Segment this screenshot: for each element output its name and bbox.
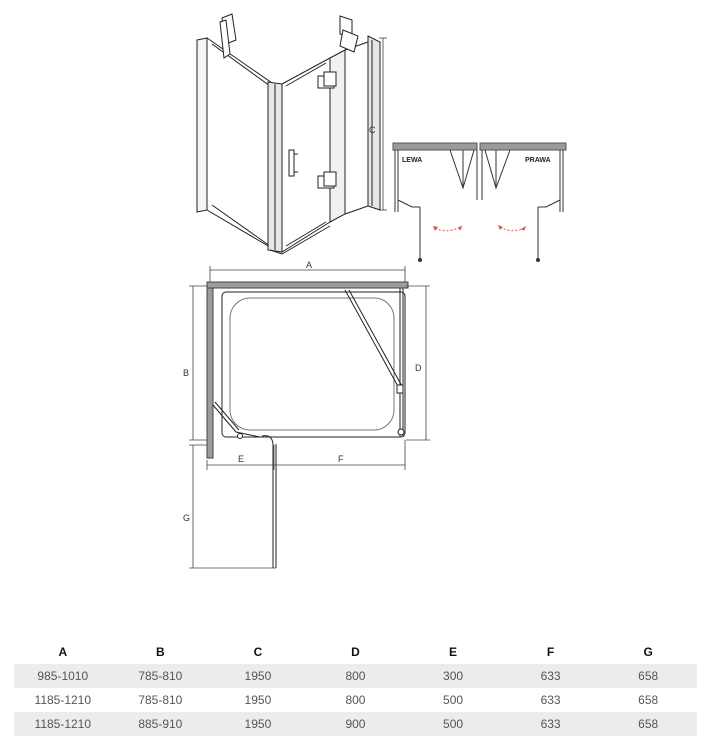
header-d: D [351, 645, 360, 659]
label-b: B [183, 368, 189, 378]
table-cell: 500 [404, 712, 502, 736]
dimensions-table: A B C D E F G 985-1010 785-810 1950 800 … [14, 640, 697, 736]
header-b: B [156, 645, 165, 659]
table-cell: 785-810 [111, 664, 210, 688]
header-a: A [58, 645, 68, 659]
table-row: 985-1010 785-810 1950 800 300 633 658 [14, 664, 697, 688]
table-cell: 800 [306, 664, 405, 688]
table-cell: 633 [501, 664, 600, 688]
table-cell: 658 [599, 664, 697, 688]
shower-technical-drawing: C LEWA PRAWA [183, 13, 567, 569]
header-g: G [643, 645, 653, 659]
header-e: E [449, 645, 458, 659]
label-lewa: LEWA [402, 157, 422, 164]
label-g: G [183, 513, 190, 523]
table-cell: 885-910 [111, 712, 210, 736]
perspective-view [196, 13, 381, 255]
variant-plans [392, 142, 567, 262]
table-cell: 633 [540, 693, 561, 707]
dimension-a [209, 266, 406, 282]
header-c: C [253, 645, 263, 659]
table-cell: 300 [404, 664, 502, 688]
table-row: 1185-1210 885-910 1950 900 500 633 658 [14, 712, 697, 736]
label-c: C [369, 125, 376, 135]
table-cell: 658 [599, 712, 697, 736]
table-cell: 500 [443, 693, 464, 707]
table-cell: 633 [501, 712, 600, 736]
table-cell: 1950 [244, 693, 272, 707]
table-cell: 900 [306, 712, 405, 736]
table-row: 1185-1210 785-810 1950 800 500 633 658 [14, 688, 697, 712]
header-f: F [546, 645, 555, 659]
dimension-b [189, 285, 207, 441]
table-cell: 1185-1210 [34, 693, 92, 707]
table-cell: 985-1010 [14, 664, 112, 688]
table-cell: 1950 [209, 712, 307, 736]
dimension-d [406, 285, 430, 441]
label-f: F [338, 454, 344, 464]
dimension-ef [206, 440, 406, 470]
dimension-c [379, 37, 387, 211]
table-cell: 658 [638, 693, 659, 707]
label-d: D [415, 363, 422, 373]
table-cell: 785-810 [138, 693, 183, 707]
label-e: E [238, 454, 244, 464]
label-prawa: PRAWA [525, 157, 551, 164]
table-header-row: A B C D E F G [14, 640, 697, 664]
label-a: A [306, 260, 312, 270]
table-cell: 1185-1210 [14, 712, 112, 736]
dimension-g [189, 444, 276, 569]
table-cell: 800 [345, 693, 366, 707]
plan-view [206, 281, 409, 568]
table-cell: 1950 [209, 664, 307, 688]
